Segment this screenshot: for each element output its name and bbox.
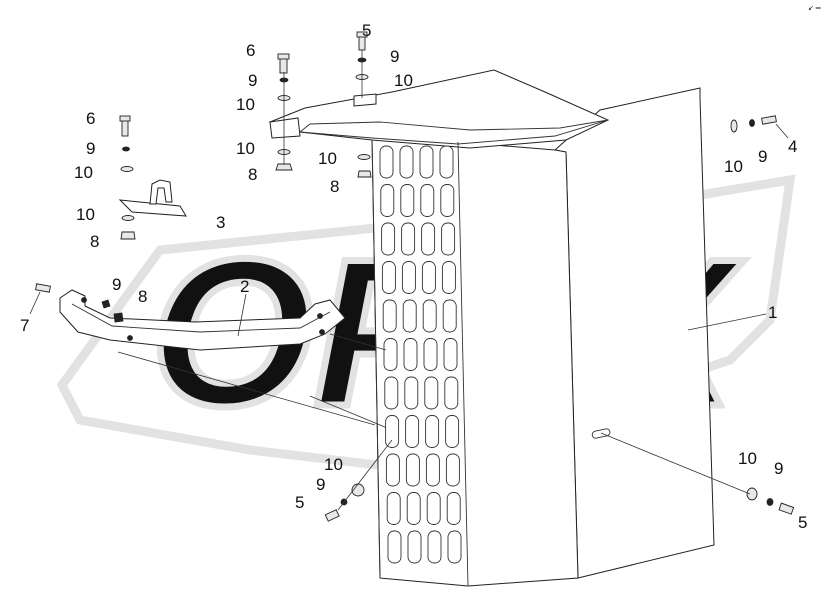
bracket-part-2: [59, 289, 387, 426]
grille-slot: [442, 299, 457, 333]
corner-mark: ↙ ═: [808, 5, 821, 12]
label-10-bottom-right: 10: [738, 449, 757, 468]
label-5-bottom-right: 5: [798, 513, 807, 532]
grille-slot: [423, 338, 438, 371]
label-1: 1: [768, 303, 777, 322]
grille-slot: [401, 222, 416, 256]
label-8-bracket: 8: [138, 287, 147, 306]
grille-slot: [425, 415, 440, 448]
label-4-top-right: 4: [788, 137, 797, 156]
grille-slot: [383, 338, 398, 371]
label-7: 7: [20, 316, 29, 335]
grille-slot: [402, 299, 417, 333]
grille-slot: [385, 453, 400, 487]
callout-labels: 1 2 3 4 5 5 5 6 6 7 8 8 8 8 9 9 9 9 9 9 …: [20, 21, 807, 532]
label-2: 2: [240, 277, 249, 296]
grille-slot: [421, 261, 436, 294]
grille-slot: [441, 222, 456, 256]
label-5-top: 5: [362, 21, 371, 40]
grille-slot: [422, 299, 437, 333]
grille-slot: [407, 530, 422, 564]
label-5-bottom-left: 5: [295, 493, 304, 512]
grille-slot: [443, 338, 458, 371]
grille-slot: [424, 376, 439, 410]
grille-slot: [405, 453, 420, 487]
grille-slot: [441, 261, 456, 294]
grille-slot: [384, 376, 399, 410]
label-10-bottom-left: 10: [324, 455, 343, 474]
label-9-left: 9: [86, 139, 95, 158]
label-10-top: 10: [394, 71, 413, 90]
grille-slot: [387, 530, 402, 564]
grille-slot: [445, 453, 460, 487]
label-9-top: 9: [390, 47, 399, 66]
grille-slot: [379, 145, 394, 179]
grille-slot: [425, 453, 440, 487]
grille-slot: [445, 415, 460, 448]
label-10-mid: 10: [236, 139, 255, 158]
label-3: 3: [216, 213, 225, 232]
grille-slot: [419, 145, 434, 179]
grille-slot: [381, 261, 396, 294]
grille-slot: [385, 415, 400, 448]
grille-slot: [420, 184, 435, 217]
label-10-right: 10: [724, 157, 743, 176]
label-8-left: 8: [90, 232, 99, 251]
grille-slot: [405, 415, 420, 448]
grille-slot: [403, 338, 418, 371]
label-9-upper: 9: [248, 71, 257, 90]
grille-slot: [406, 492, 421, 525]
label-10-bracket: 10: [76, 205, 95, 224]
label-10-upper: 10: [236, 95, 255, 114]
fasteners: [35, 31, 795, 522]
grille-slot: [426, 492, 441, 525]
hood-grille-slots: [379, 145, 462, 564]
label-9-right: 9: [758, 147, 767, 166]
grille-slot: [386, 492, 401, 525]
grille-slot: [439, 145, 454, 179]
label-8-mid: 8: [330, 177, 339, 196]
grille-slot: [400, 184, 415, 217]
grille-slot: [421, 222, 436, 256]
grille-slot: [380, 184, 395, 217]
grille-slot: [401, 261, 416, 294]
label-10-left: 10: [74, 163, 93, 182]
grille-slot: [444, 376, 459, 410]
grille-slot: [447, 530, 462, 564]
grille-slot: [440, 184, 455, 217]
label-8-top: 8: [248, 165, 257, 184]
grille-slot: [382, 299, 397, 333]
grille-slot: [446, 492, 461, 525]
label-6-left: 6: [86, 109, 95, 128]
grille-slot: [404, 376, 419, 410]
label-9-bracket: 9: [112, 275, 121, 294]
label-9-bottom-right: 9: [774, 459, 783, 478]
label-6-top: 6: [246, 41, 255, 60]
grille-slot: [399, 145, 414, 179]
bracket-part-3: [118, 179, 187, 217]
label-9-bottom-left: 9: [316, 475, 325, 494]
grille-slot: [381, 222, 396, 256]
label-10-center: 10: [318, 149, 337, 168]
grille-slot: [427, 530, 442, 564]
